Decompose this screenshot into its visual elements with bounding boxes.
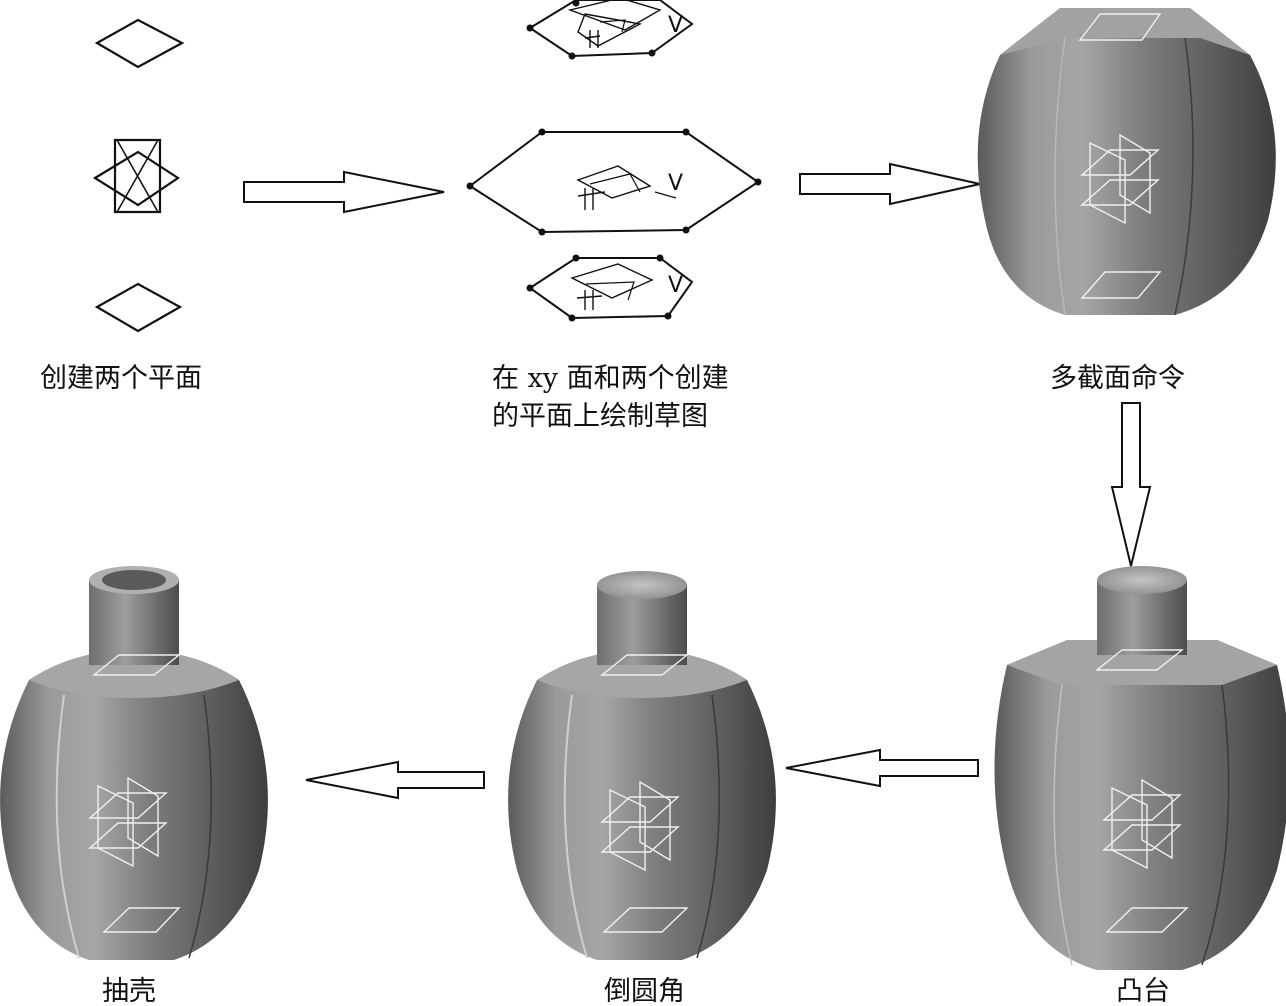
arrow-loft-to-boss	[1112, 403, 1150, 566]
step-shell-figure	[0, 566, 268, 960]
label-fillet: 倒圆角	[604, 976, 685, 1006]
arrow-boss-to-fillet	[786, 750, 978, 786]
label-sketch-line2: 的平面上绘制草图	[492, 401, 708, 432]
step-boss-figure	[995, 566, 1286, 970]
xy-plane-star	[95, 140, 178, 212]
upper-plane-diamond	[97, 20, 182, 67]
mid-hexagon-sketch	[468, 130, 761, 235]
sketch-v-mark-bottom: V	[668, 273, 683, 298]
arrow-sketch-to-loft	[800, 164, 980, 204]
arrow-planes-to-sketch	[244, 172, 444, 212]
step-planes-figure	[95, 20, 182, 331]
label-planes-text: 创建两个平面	[40, 363, 202, 394]
sketch-v-mark-top: V	[668, 13, 683, 38]
step-fillet-figure	[508, 571, 776, 960]
label-boss: 凸台	[1116, 976, 1170, 1006]
arrow-fillet-to-shell	[306, 762, 484, 798]
step-sketch-figure	[468, 0, 761, 321]
label-sketch-line1: 在 xy 面和两个创建	[492, 363, 729, 394]
lower-plane-diamond	[97, 284, 180, 331]
label-loft: 多截面命令	[1050, 363, 1185, 394]
label-shell: 抽壳	[102, 976, 156, 1006]
sketch-v-mark-mid: V	[668, 171, 683, 196]
step-loft-figure	[978, 8, 1276, 315]
